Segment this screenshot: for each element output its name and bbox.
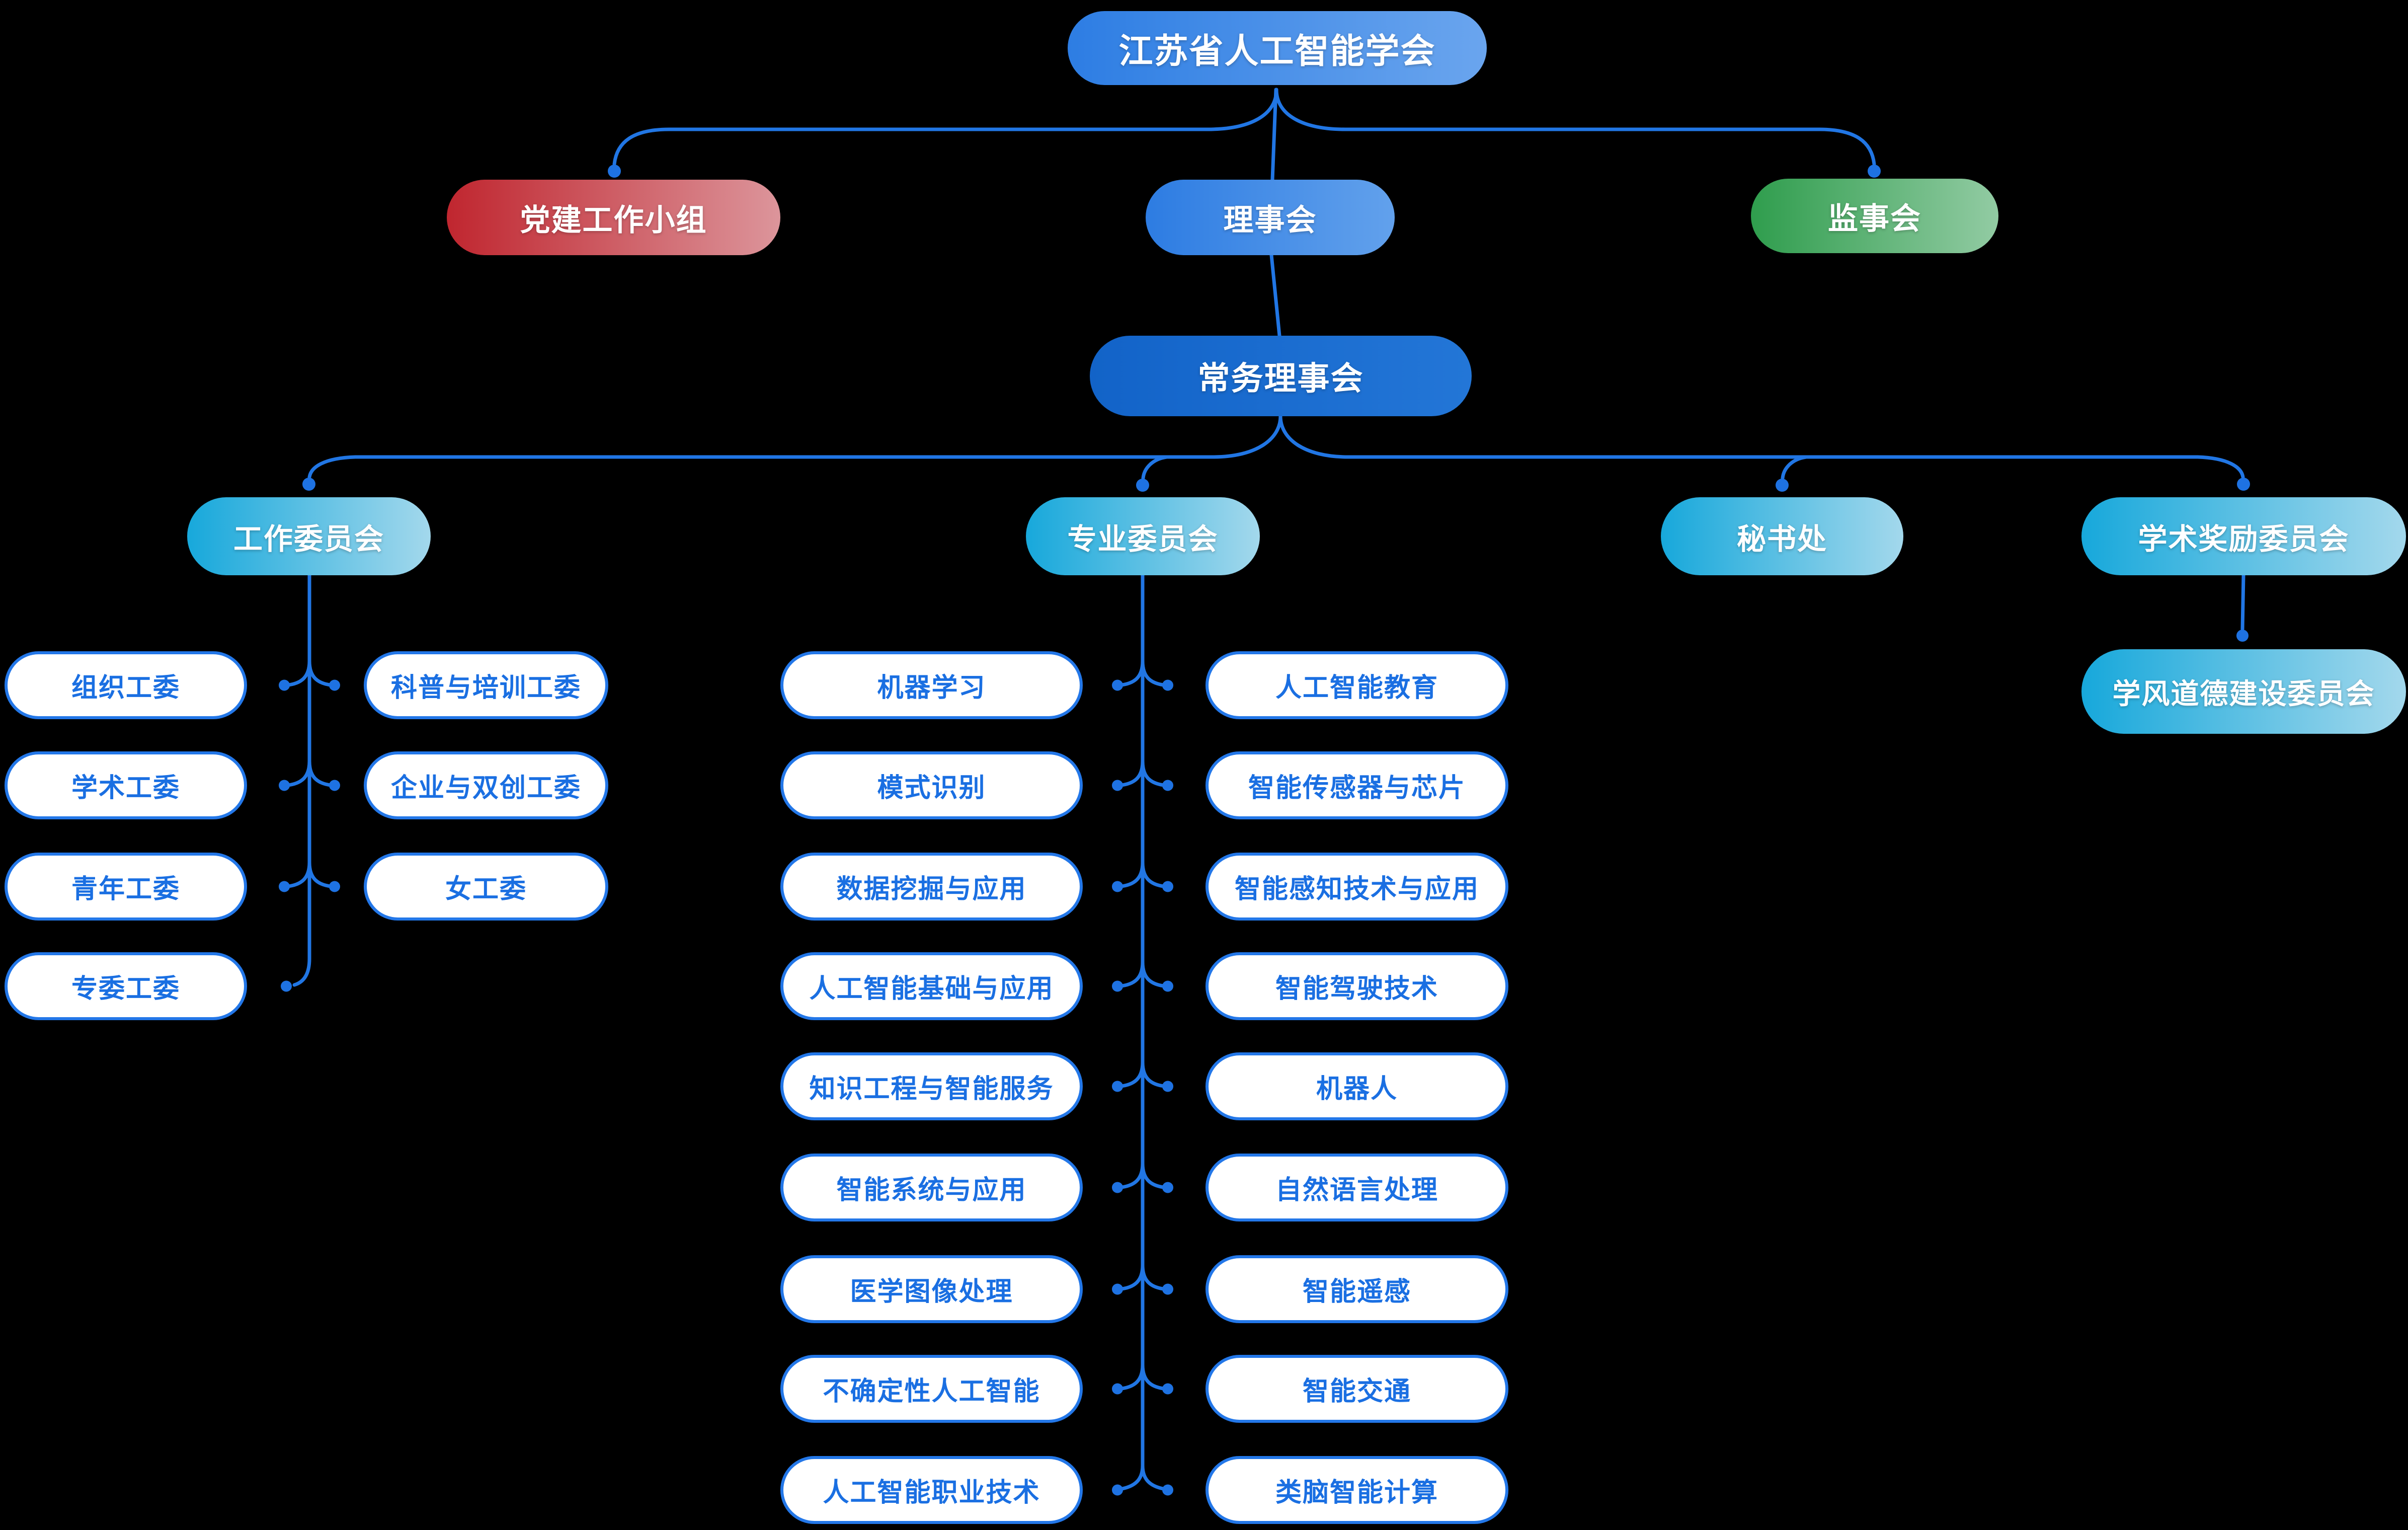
professional-committee-child: 类脑智能计算 [1206,1456,1508,1524]
professional-committee-child: 智能遥感 [1206,1255,1508,1323]
professional-committee-child: 医学图像处理 [780,1255,1083,1323]
work-committee-child: 企业与双创工委 [364,751,608,819]
node-standing-council: 常务理事会 [1090,336,1472,416]
work-committee-child: 组织工委 [5,651,247,719]
professional-committee-child: 数据挖掘与应用 [780,853,1083,921]
professional-committee-child: 知识工程与智能服务 [780,1052,1083,1120]
node-professional-committee: 专业委员会 [1026,497,1260,575]
professional-committee-child: 人工智能职业技术 [780,1456,1083,1524]
professional-committee-child: 智能传感器与芯片 [1206,751,1508,819]
professional-committee-child: 不确定性人工智能 [780,1355,1083,1423]
work-committee-child: 青年工委 [5,853,247,921]
node-academic-ethics-committee: 学风道德建设委员会 [2081,649,2406,734]
work-committee-child: 科普与培训工委 [364,651,608,719]
professional-committee-child: 自然语言处理 [1206,1154,1508,1221]
professional-committee-child: 人工智能基础与应用 [780,952,1083,1020]
professional-committee-child: 智能感知技术与应用 [1206,853,1508,921]
work-committee-child: 专委工委 [5,952,247,1020]
node-party-group: 党建工作小组 [447,180,780,255]
node-root: 江苏省人工智能学会 [1068,11,1487,85]
work-committee-child: 女工委 [364,853,608,921]
node-academic-award-committee: 学术奖励委员会 [2081,497,2406,575]
node-work-committee: 工作委员会 [187,497,431,575]
professional-committee-child: 机器学习 [780,651,1083,719]
professional-committee-child: 智能驾驶技术 [1206,952,1508,1020]
node-secretariat: 秘书处 [1661,497,1903,575]
work-committee-child: 学术工委 [5,751,247,819]
node-council: 理事会 [1146,180,1395,255]
professional-committee-child: 智能交通 [1206,1355,1508,1423]
professional-committee-child: 人工智能教育 [1206,651,1508,719]
node-supervisory-board: 监事会 [1751,179,1998,253]
professional-committee-child: 机器人 [1206,1052,1508,1120]
professional-committee-child: 智能系统与应用 [780,1154,1083,1221]
professional-committee-child: 模式识别 [780,751,1083,819]
